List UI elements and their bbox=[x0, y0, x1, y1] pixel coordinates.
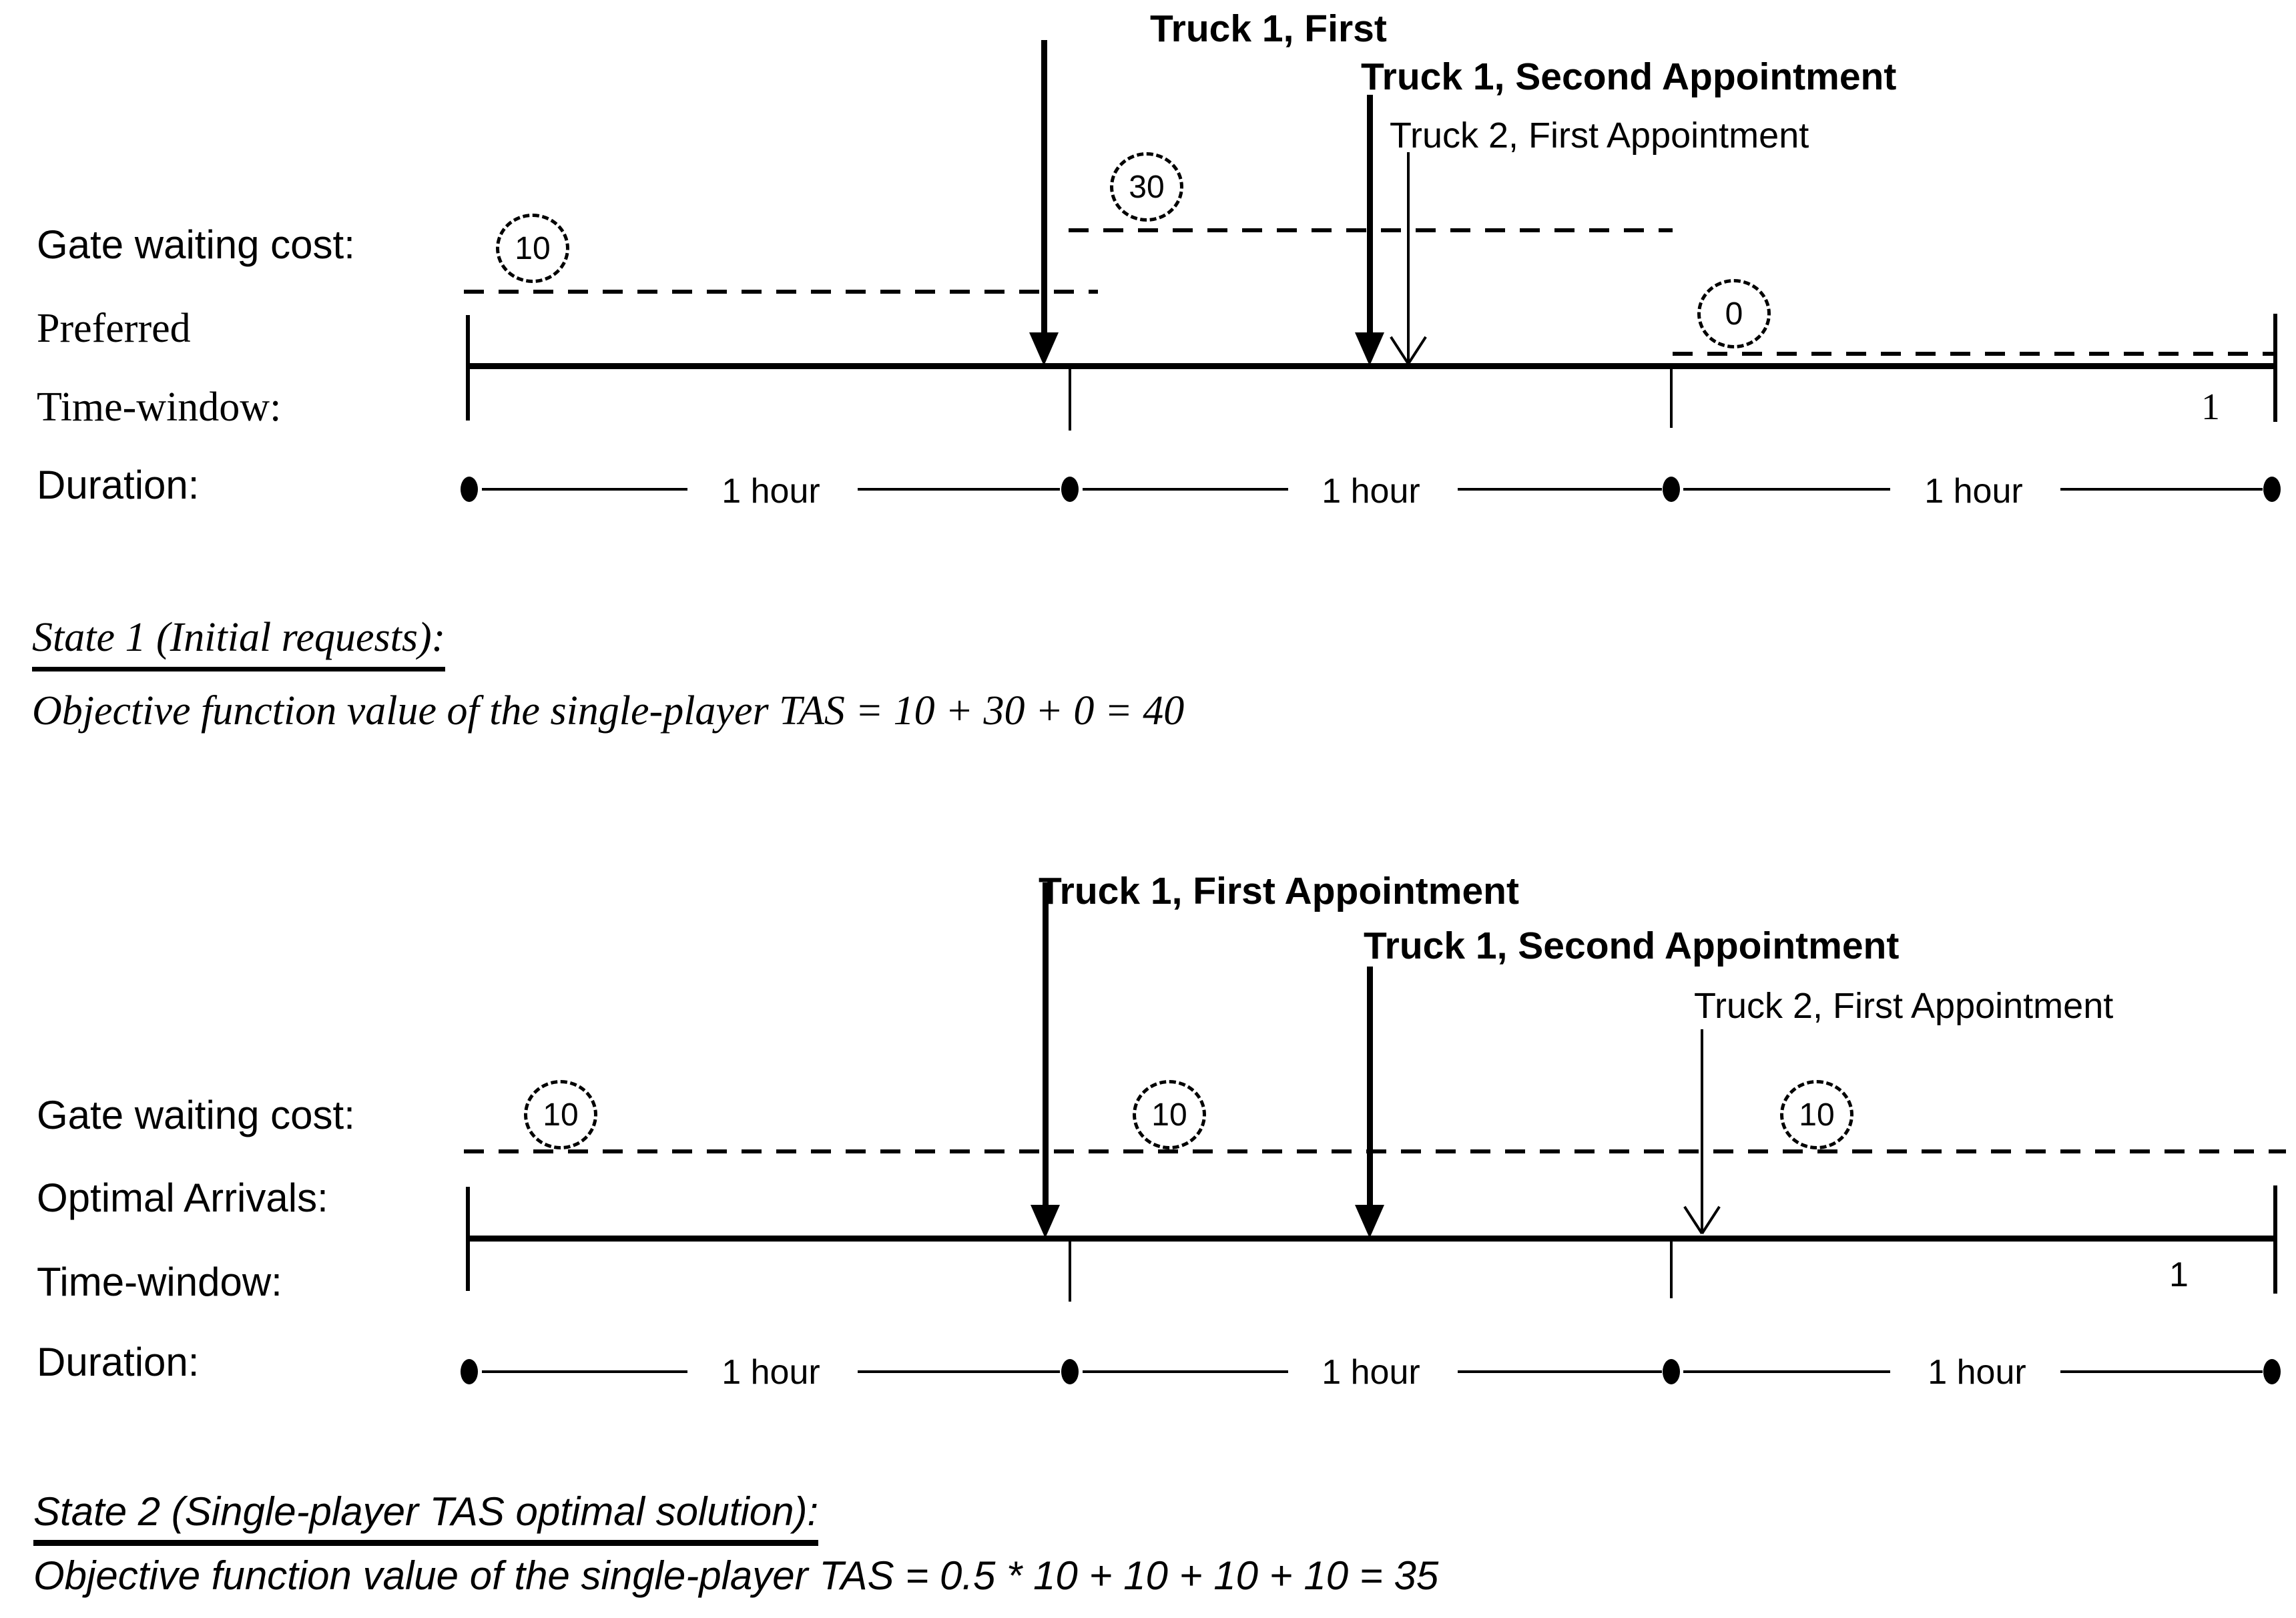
d2-duration-label: Duration: bbox=[37, 1340, 200, 1384]
d2-truck1-second-arrow-head bbox=[1355, 1205, 1384, 1238]
state1-title: State 1 (Initial requests): bbox=[32, 614, 446, 671]
d2-cost-circle-period3: 10 bbox=[1780, 1080, 1853, 1149]
d1-axis-label-line2: Time-window: bbox=[37, 384, 282, 430]
d2-timeline-end-label: 1 bbox=[2169, 1256, 2189, 1294]
d1-truck1-second-arrow-head bbox=[1355, 332, 1384, 366]
d2-cost-circle-period1: 10 bbox=[524, 1080, 597, 1149]
d2-duration-dot-0 bbox=[461, 1359, 478, 1384]
d2-gate-waiting-cost-label: Gate waiting cost: bbox=[37, 1093, 355, 1137]
d1-tick-start bbox=[466, 315, 470, 421]
d2-duration-line-2b bbox=[1458, 1370, 1662, 1373]
d2-truck1-first-arrow-head bbox=[1031, 1205, 1060, 1238]
state2-objective: Objective function value of the single-p… bbox=[33, 1553, 1439, 1598]
d2-truck1-first-label: Truck 1, First Appointment bbox=[1039, 870, 1519, 912]
d1-duration-line-3b bbox=[2060, 488, 2263, 491]
d1-truck1-second-label: Truck 1, Second Appointment bbox=[1361, 55, 1897, 98]
d1-truck1-second-arrow-line bbox=[1367, 95, 1373, 334]
d1-truck2-arrow-head-right bbox=[1407, 336, 1427, 365]
d2-hour-label-2: 1 hour bbox=[1322, 1353, 1420, 1392]
d1-duration-dot-3 bbox=[2263, 477, 2281, 502]
d1-timeline-end-label: 1 bbox=[2201, 386, 2220, 428]
d2-truck1-second-label: Truck 1, Second Appointment bbox=[1364, 924, 1900, 967]
d1-duration-line-1a bbox=[482, 488, 687, 491]
d2-duration-dot-1 bbox=[1061, 1359, 1079, 1384]
d1-duration-line-3a bbox=[1683, 488, 1890, 491]
d2-truck2-arrow-head-right bbox=[1701, 1205, 1721, 1235]
d2-timeline bbox=[467, 1236, 2277, 1242]
d1-cost-line-30 bbox=[1069, 228, 1673, 232]
d2-duration-line-2a bbox=[1083, 1370, 1288, 1373]
d2-cost-line-10 bbox=[464, 1149, 2286, 1153]
d1-duration-dot-2 bbox=[1663, 477, 1680, 502]
d1-hour-label-2: 1 hour bbox=[1322, 472, 1420, 511]
state2-caption: State 2 (Single-player TAS optimal solut… bbox=[33, 1489, 819, 1546]
d1-truck2-arrow-line bbox=[1407, 152, 1410, 364]
d2-duration-line-3a bbox=[1683, 1370, 1890, 1373]
d1-truck1-first-arrow-head bbox=[1029, 332, 1059, 366]
d1-truck2-first-label: Truck 2, First Appointment bbox=[1390, 115, 1809, 156]
state1-caption: State 1 (Initial requests): bbox=[32, 614, 446, 671]
d2-duration-line-1b bbox=[858, 1370, 1060, 1373]
d1-duration-dot-1 bbox=[1061, 477, 1079, 502]
d2-tick-start bbox=[466, 1187, 470, 1291]
d1-cost-line-10 bbox=[464, 290, 1098, 294]
d2-truck1-second-arrow-line bbox=[1367, 967, 1373, 1205]
d2-truck2-arrow-line bbox=[1701, 1029, 1703, 1234]
d2-axis-label-line1: Optimal Arrivals: bbox=[37, 1175, 328, 1220]
d1-truck1-first-arrow-line bbox=[1041, 40, 1047, 334]
d1-duration-line-2b bbox=[1458, 488, 1662, 491]
d1-cost-line-0 bbox=[1673, 352, 2277, 356]
state1-objective: Objective function value of the single-p… bbox=[32, 688, 1185, 734]
d2-duration-line-3b bbox=[2060, 1370, 2263, 1373]
d2-truck1-first-arrow-line bbox=[1043, 882, 1049, 1205]
d1-cost-circle-period3: 0 bbox=[1697, 279, 1771, 348]
d2-cost-circle-period2: 10 bbox=[1133, 1080, 1206, 1149]
d1-cost-circle-period2: 30 bbox=[1110, 152, 1183, 222]
d2-truck2-first-label: Truck 2, First Appointment bbox=[1694, 986, 2114, 1026]
d1-tick-hour2 bbox=[1670, 369, 1673, 428]
d1-gate-waiting-cost-label: Gate waiting cost: bbox=[37, 222, 355, 267]
d1-duration-line-1b bbox=[858, 488, 1060, 491]
d1-tick-hour1 bbox=[1069, 369, 1071, 431]
d2-duration-dot-2 bbox=[1663, 1359, 1680, 1384]
d2-axis-label-line2: Time-window: bbox=[37, 1260, 282, 1304]
d2-tick-hour1 bbox=[1069, 1242, 1071, 1302]
d1-tick-end bbox=[2273, 314, 2277, 422]
d1-duration-label: Duration: bbox=[37, 463, 200, 507]
d1-hour-label-3: 1 hour bbox=[1924, 472, 2023, 511]
d1-truck1-first-label: Truck 1, First bbox=[1150, 7, 1387, 50]
d2-hour-label-1: 1 hour bbox=[722, 1353, 820, 1392]
d2-hour-label-3: 1 hour bbox=[1928, 1353, 2026, 1392]
d2-tick-hour2 bbox=[1670, 1242, 1673, 1298]
d2-tick-end bbox=[2273, 1185, 2277, 1294]
d2-duration-dot-3 bbox=[2263, 1359, 2281, 1384]
d1-hour-label-1: 1 hour bbox=[722, 472, 820, 511]
d1-duration-dot-0 bbox=[461, 477, 478, 502]
d1-axis-label-line1: Preferred bbox=[37, 306, 191, 351]
d1-duration-line-2a bbox=[1083, 488, 1288, 491]
d2-duration-line-1a bbox=[482, 1370, 687, 1373]
state2-title: State 2 (Single-player TAS optimal solut… bbox=[33, 1489, 819, 1546]
d1-cost-circle-period1: 10 bbox=[496, 214, 569, 283]
d1-timeline bbox=[467, 363, 2277, 369]
